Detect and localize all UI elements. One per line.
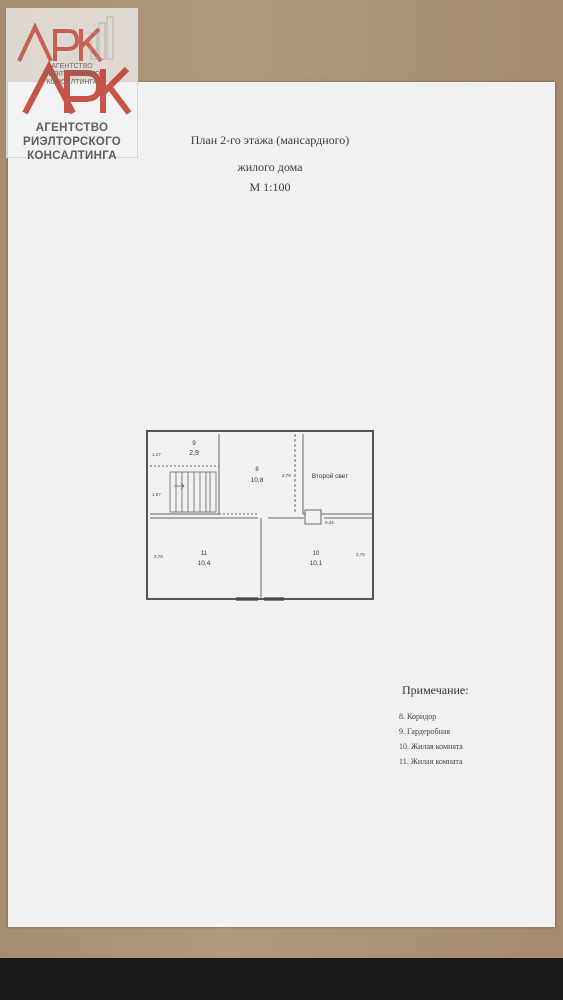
agency-logo: АГЕНТСТВО РИЭЛТОРСКОГО КОНСАЛТИНГА АГЕНТ…: [6, 8, 138, 162]
floor-plan: 9 2,9 8 10,8 Второй свет 11 10,4 10 10,1…: [146, 430, 374, 601]
dimension-label: 2,79: [282, 473, 291, 478]
document-page: [8, 82, 555, 927]
room-8-area: 10,8: [251, 477, 264, 484]
logo-big-text: АГЕНТСТВО РИЭЛТОРСКОГО КОНСАЛТИНГА: [7, 121, 137, 163]
stairs-icon: [169, 471, 217, 513]
room-9-area: 2,9: [189, 450, 199, 457]
dimension-label: 1,27: [152, 452, 161, 457]
plan-outer-wall: [146, 430, 374, 600]
logo-small-line: АГЕНТСТВО: [51, 63, 93, 70]
room-11-number: 11: [201, 551, 208, 557]
logo-big-line: КОНСАЛТИНГА: [27, 150, 117, 162]
logo-big-line: РИЭЛТОРСКОГО: [23, 136, 121, 148]
note-item: 11. Жилая комната: [399, 757, 463, 766]
logo-mark-icon: [17, 16, 132, 115]
plan-scale: М 1:100: [249, 180, 291, 194]
logo-big-line: АГЕНТСТВО: [35, 122, 109, 134]
plan-subtitle: жилого дома: [237, 160, 303, 174]
room-11-area: 10,4: [198, 560, 211, 567]
note-item: 10. Жилая комната: [399, 742, 463, 751]
dimension-label: 0,44: [325, 520, 334, 525]
room-10-area: 10,1: [310, 560, 323, 567]
logo-small-line: КОНСАЛТИНГА: [46, 79, 98, 86]
note-item: 9. Гардеробная: [399, 727, 451, 736]
room-9-number: 9: [192, 441, 196, 447]
plan-column: [304, 509, 322, 525]
dimension-label: 2,79: [154, 554, 163, 559]
second-light-label: Второй свет: [312, 472, 348, 480]
dark-background: [0, 958, 563, 1000]
dimension-label: 1,57: [152, 492, 161, 497]
logo-small-text: АГЕНТСТВО РИЭЛТОРСКОГО КОНСАЛТИНГА: [7, 63, 137, 87]
plan-title: План 2-го этажа (мансардного): [190, 133, 350, 147]
notes-heading: Примечание:: [402, 683, 469, 697]
dimension-label: 2,79: [356, 552, 365, 557]
note-item: 8. Коридор: [399, 712, 437, 721]
room-10-number: 10: [313, 551, 320, 557]
room-8-number: 8: [255, 467, 259, 473]
logo-small-line: РИЭЛТОРСКОГО: [43, 71, 101, 78]
